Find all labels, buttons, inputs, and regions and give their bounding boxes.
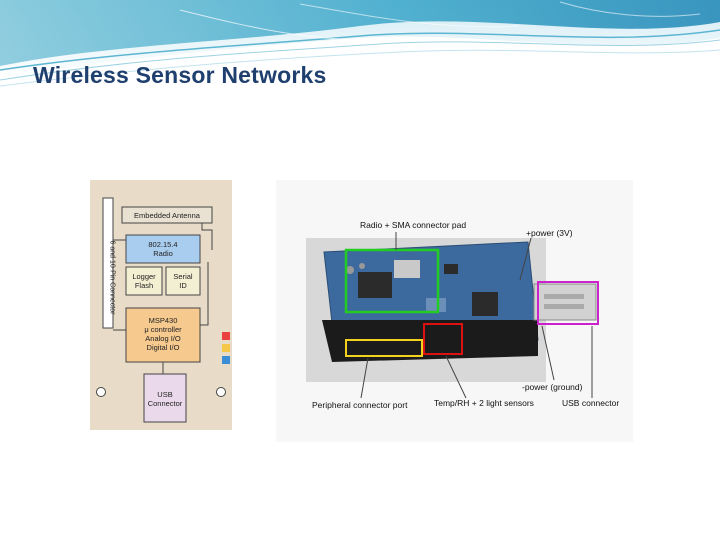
callout-radio: Radio + SMA connector pad: [360, 220, 467, 230]
slide-title: Wireless Sensor Networks: [33, 62, 327, 88]
callout-power-ground: -power (ground): [522, 382, 583, 392]
logger-flash-label: Logger Flash: [132, 272, 156, 290]
mcu-label: MSP430 μ controller Analog I/O Digital I…: [144, 316, 182, 352]
block-diagram-figure: 6 and 10-Pin Connector Embedded Antenna …: [90, 180, 232, 430]
board-photo-drawing: [306, 232, 599, 399]
callout-peripheral: Peripheral connector port: [312, 400, 408, 410]
callout-power-plus: +power (3V): [526, 228, 573, 238]
serial-id-label: Serial ID: [173, 272, 193, 290]
callout-temp-sensors: Temp/RH + 2 light sensors: [434, 398, 534, 408]
antenna-label: Embedded Antenna: [134, 211, 200, 220]
header-wave-decoration: [0, 0, 720, 87]
connector-side-label: 6 and 10-Pin Connector: [108, 240, 116, 315]
usb-connector-label: USB Connector: [147, 390, 183, 408]
radio-label: 802.15.4 Radio: [148, 240, 178, 258]
block-diagram-drawing: [96, 197, 230, 423]
board-photo-figure: Radio + SMA connector pad +power (3V) -p…: [276, 180, 633, 442]
callout-usb-connector: USB connector: [562, 398, 620, 408]
